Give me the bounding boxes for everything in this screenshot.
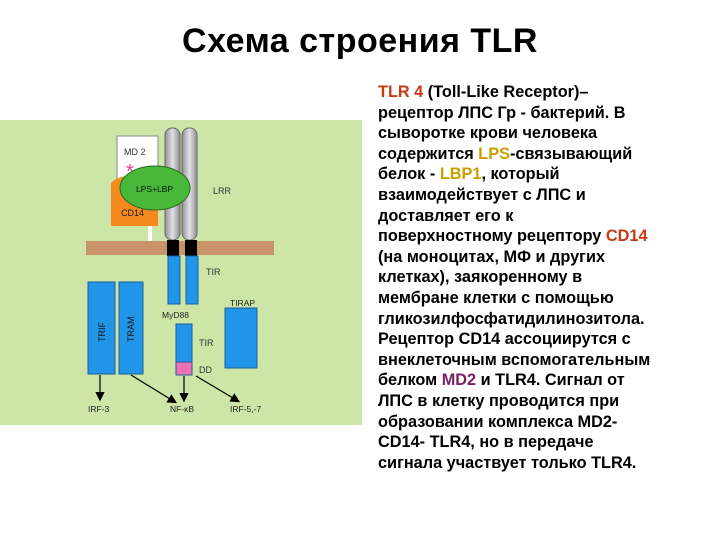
text-line-3: сыворотке крови человека <box>378 123 716 144</box>
text-line-9: (на моноцитах, МФ и других <box>378 247 716 268</box>
text-line-11: мембране клетки с помощью <box>378 288 716 309</box>
myd88-tir <box>176 324 192 362</box>
text-line-6: взаимодействует с ЛПС и <box>378 185 716 206</box>
tirap-adaptor <box>225 308 257 368</box>
cell-membrane <box>86 241 274 255</box>
lrr-label: LRR <box>213 186 232 196</box>
text-line-10: клетках), заякоренному в <box>378 267 716 288</box>
md2-label: MD 2 <box>124 147 146 157</box>
text-line-19: сигнала участвует только TLR4. <box>378 453 716 474</box>
text-line-15: белком MD2 и TLR4. Сигнал от <box>378 370 716 391</box>
tir-upper-label: TIR <box>206 267 221 277</box>
tirap-label: TIRAP <box>230 298 255 308</box>
text-line-2: рецептор ЛПС Гр - бактерий. В <box>378 103 716 124</box>
text-line-5: белок - LBP1, который <box>378 164 716 185</box>
cd14-label: CD14 <box>121 208 144 218</box>
tram-label: TRAM <box>126 317 136 343</box>
arrow-tram-to-nfkb <box>131 375 175 402</box>
text-line-14: внеклеточным вспомогательным <box>378 350 716 371</box>
irf57-label: IRF-5,-7 <box>230 404 261 414</box>
myd88-label: MyD88 <box>162 310 189 320</box>
text-line-12: гликозилфосфатидилинозитола. <box>378 309 716 330</box>
tlr4-tir-right <box>186 256 198 304</box>
myd88-dd <box>176 362 192 375</box>
lps-lbp-label: LPS+LBP <box>136 184 173 194</box>
tlr-structure-diagram: MD 2 * CD14 LRR LPS+LBP TIR TRIF TRAM <box>0 120 362 425</box>
text-line-17: образовании комплекса MD2- <box>378 412 716 433</box>
slide-title: Схема строения TLR <box>0 22 720 61</box>
text-line-4: содержится LPS-связывающий <box>378 144 716 165</box>
text-line-18: CD14- TLR4, но в передаче <box>378 432 716 453</box>
text-line-8: поверхностному рецептору CD14 <box>378 226 716 247</box>
tlr4-tir-left <box>168 256 180 304</box>
nfkb-label: NF-κB <box>170 404 194 414</box>
trif-label: TRIF <box>97 322 107 342</box>
text-line-13: Рецептор CD14 ассоциирутся с <box>378 329 716 350</box>
arrow-to-irf57 <box>196 376 238 401</box>
dd-label: DD <box>199 365 212 375</box>
tir-lower-label: TIR <box>199 338 214 348</box>
description-text: TLR 4 (Toll-Like Receptor)– рецептор ЛПС… <box>378 82 716 473</box>
irf3-label: IRF-3 <box>88 404 110 414</box>
tlr4-transmembrane-right <box>185 240 197 256</box>
text-line-16: ЛПС в клетку проводится при <box>378 391 716 412</box>
text-line-7: доставляет его к <box>378 206 716 227</box>
tlr4-transmembrane-left <box>167 240 179 256</box>
text-line-1: TLR 4 (Toll-Like Receptor)– <box>378 82 716 103</box>
